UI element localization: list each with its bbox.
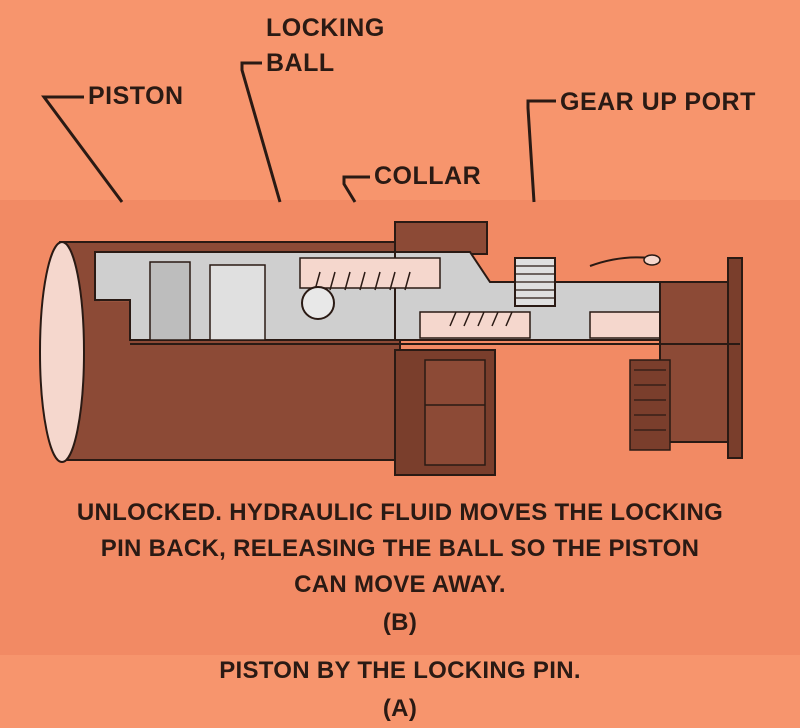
gear-up-port-fitting [514, 254, 661, 307]
locking-ball-label-line1: LOCKING [266, 14, 385, 42]
caption-b-line2: PIN BACK, RELEASING THE BALL SO THE PIST… [100, 535, 700, 562]
end-fitting [629, 257, 743, 459]
spring [314, 271, 513, 327]
caption-a-line1: PISTON BY THE LOCKING PIN. [219, 657, 581, 684]
locking-ball [301, 286, 335, 320]
collar-label: COLLAR [374, 162, 482, 190]
caption-a-figure-label: (A) [382, 695, 418, 722]
caption-b-line1: UNLOCKED. HYDRAULIC FLUID MOVES THE LOCK… [76, 499, 724, 526]
callout-leaders [41, 61, 556, 203]
locking-ball-label-line2: BALL [266, 49, 335, 77]
cylinder-housing [394, 221, 496, 476]
collar-leader-line [342, 175, 370, 203]
gear-up-port-label: GEAR UP PORT [560, 88, 756, 116]
piston-label: PISTON [88, 82, 184, 110]
locking-ball-leader-line [240, 61, 282, 203]
caption-b-figure-label: (B) [382, 609, 418, 636]
piston-leader-line [41, 95, 124, 203]
caption-b-line3: CAN MOVE AWAY. [294, 571, 506, 598]
gear-up-port-leader-line [526, 99, 556, 203]
